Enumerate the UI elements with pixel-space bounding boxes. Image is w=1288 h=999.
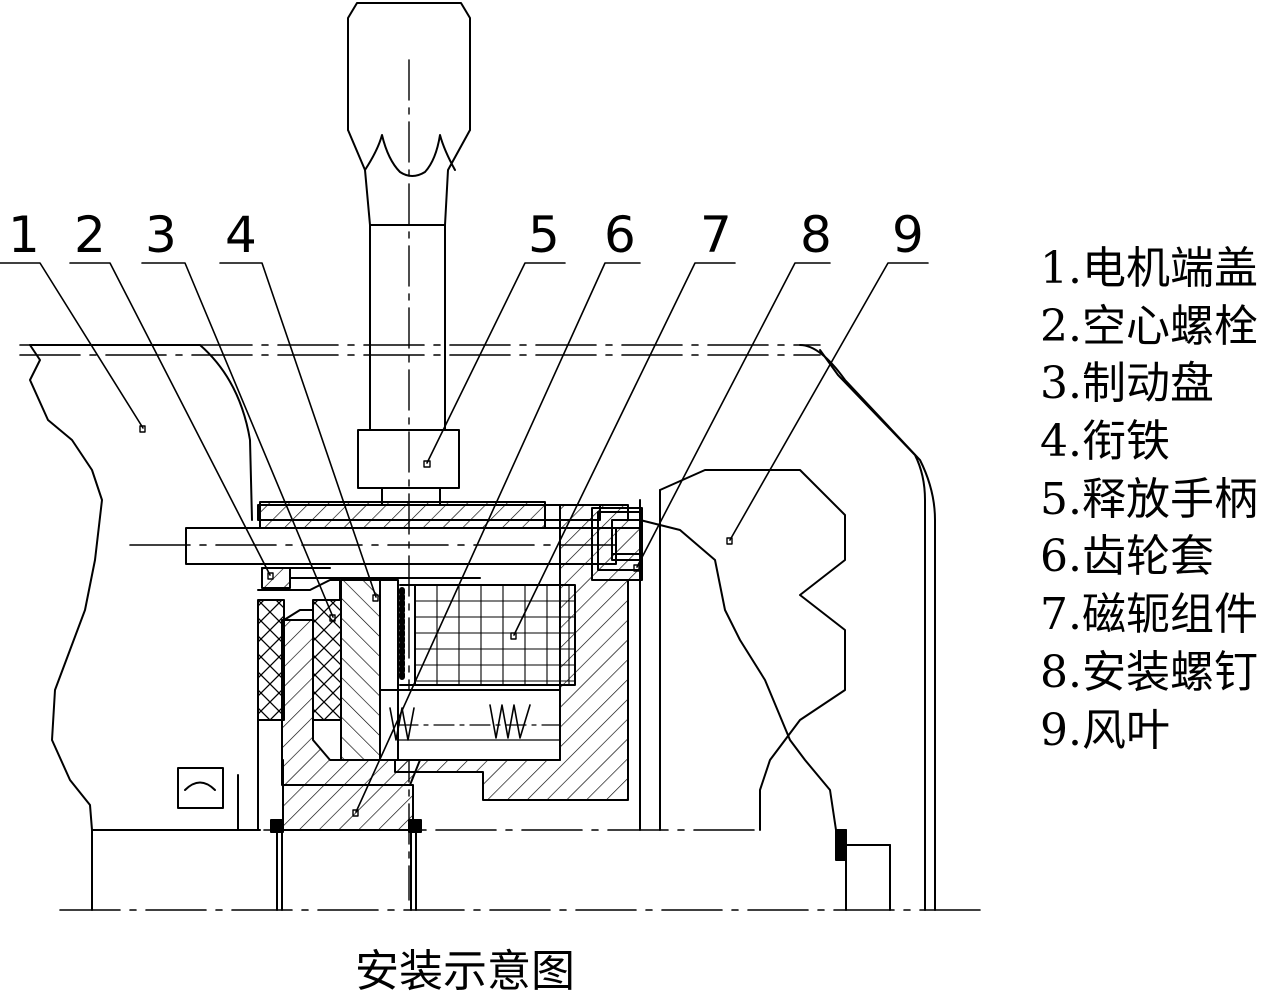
legend-item: 2.空心螺栓 [1040, 300, 1258, 352]
release-handle [348, 3, 470, 505]
leader-marks [140, 426, 732, 816]
legend-item: 9.风叶 [1040, 704, 1170, 756]
legend-item: 1.电机端盖 [1040, 243, 1258, 294]
legend-item: 3.制动盘 [1040, 358, 1214, 410]
legend-item: 4.衔铁 [1040, 416, 1170, 468]
callout-number: 3 [145, 206, 177, 264]
legend-item: 8.安装螺钉 [1040, 646, 1258, 698]
legend-item: 6.齿轮套 [1040, 531, 1214, 583]
callout-number: 1 [8, 206, 40, 264]
callout-number: 7 [700, 206, 732, 264]
callout-number: 8 [800, 206, 832, 264]
yoke-assembly [390, 500, 640, 830]
callout-number: 9 [892, 206, 924, 264]
gear-sleeve [271, 760, 421, 910]
centerlines [20, 345, 980, 910]
legend-item: 7.磁轭组件 [1040, 589, 1258, 641]
mounting-screw [598, 490, 660, 830]
callout-number: 6 [604, 206, 636, 264]
diagram-caption: 安装示意图 [355, 946, 575, 997]
armature [341, 580, 398, 760]
fan-blade [640, 345, 935, 910]
parts-legend: 1.电机端盖 2.空心螺栓 3.制动盘 4.衔铁 5.释放手柄 6.齿轮套 7.… [1040, 240, 1258, 759]
legend-item: 5.释放手柄 [1040, 473, 1258, 525]
callout-number: 4 [225, 206, 257, 264]
callout-numbers: 1 2 3 4 5 6 7 8 9 [8, 206, 924, 264]
bearing-detail [178, 768, 238, 830]
callout-number: 2 [74, 206, 106, 264]
callout-number: 5 [528, 206, 560, 264]
leader-lines [0, 263, 928, 812]
